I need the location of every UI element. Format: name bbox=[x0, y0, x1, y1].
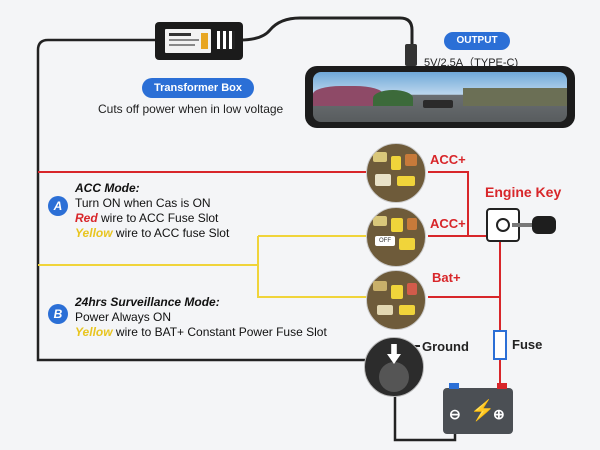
mode-a-text: ACC Mode: Turn ON when Cas is ON Red wir… bbox=[75, 181, 275, 241]
car-key-icon bbox=[512, 216, 556, 234]
red-key-to-bat bbox=[428, 240, 501, 298]
acc-label-1: ACC+ bbox=[430, 152, 466, 167]
mode-b-text: 24hrs Surveillance Mode: Power Always ON… bbox=[75, 295, 365, 340]
yellow-bat-branch bbox=[257, 236, 372, 298]
mode-a-line2: Red wire to ACC Fuse Slot bbox=[75, 211, 219, 225]
fuse-slot-acc-2: OFF bbox=[366, 207, 426, 267]
fuse-icon bbox=[493, 330, 507, 360]
output-cable bbox=[239, 16, 414, 45]
output-label: OUTPUT bbox=[444, 32, 510, 50]
transformer-box bbox=[155, 22, 243, 60]
bat-label: Bat+ bbox=[432, 270, 461, 285]
mode-a-line3: Yellow wire to ACC fuse Slot bbox=[75, 226, 230, 240]
lightning-icon: ⚡ bbox=[470, 400, 495, 422]
red-acc-link bbox=[428, 171, 469, 237]
transformer-caption: Cuts off power when in low voltage bbox=[98, 102, 284, 116]
mode-b-title: 24hrs Surveillance Mode: bbox=[75, 295, 220, 309]
battery-plus-icon: ⊕ bbox=[493, 406, 505, 422]
mode-b-badge: B bbox=[48, 304, 68, 324]
mode-a-title: ACC Mode: bbox=[75, 181, 140, 195]
fuse-slot-acc-1 bbox=[366, 143, 426, 203]
mode-b-line1: Power Always ON bbox=[75, 310, 172, 324]
battery-minus-icon: ⊖ bbox=[449, 406, 461, 422]
mode-a-line1: Turn ON when Cas is ON bbox=[75, 196, 211, 210]
dashcam-screen bbox=[313, 72, 567, 122]
mirror-dashcam bbox=[305, 44, 575, 128]
car-battery: ⊖ ⚡ ⊕ bbox=[443, 383, 513, 434]
mode-b-line2: Yellow wire to BAT+ Constant Power Fuse … bbox=[75, 325, 327, 339]
off-switch: OFF bbox=[375, 236, 395, 246]
transformer-label: Transformer Box bbox=[142, 78, 254, 98]
mode-a-badge: A bbox=[48, 196, 68, 216]
fuse-slot-bat bbox=[366, 270, 426, 330]
transformer-sticker bbox=[165, 29, 211, 53]
ground-bolt-circle bbox=[364, 337, 424, 397]
engine-key-label: Engine Key bbox=[485, 184, 562, 200]
black-main-wire bbox=[36, 38, 375, 362]
usb-c-connector bbox=[405, 44, 417, 66]
fuse-label: Fuse bbox=[512, 337, 543, 352]
ground-label: Ground bbox=[422, 339, 469, 354]
qr-code-icon bbox=[217, 31, 235, 49]
acc-label-2: ACC+ bbox=[430, 216, 466, 231]
